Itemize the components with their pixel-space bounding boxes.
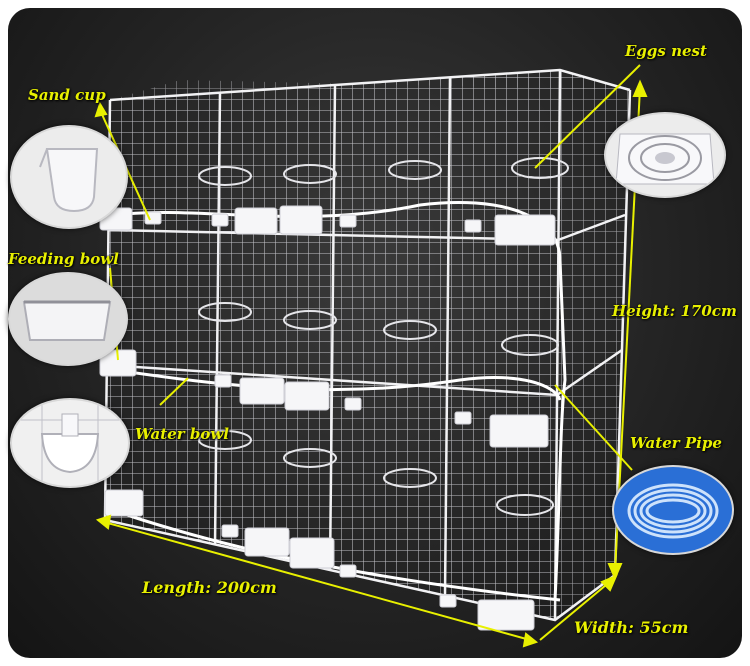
width-label: Width: 55cm bbox=[574, 618, 689, 637]
sand-cup-label: Sand cup bbox=[28, 86, 106, 104]
water-bowl-label: Water bowl bbox=[135, 425, 229, 443]
water-bowl-icon bbox=[12, 400, 128, 486]
cage-top-face bbox=[110, 70, 630, 100]
sand-cup-thumbnail bbox=[10, 125, 128, 229]
water-pipe-thumbnail bbox=[612, 465, 734, 555]
water-bowl-thumbnail bbox=[10, 398, 130, 488]
length-label: Length: 200cm bbox=[142, 578, 277, 597]
sand-cup-icon bbox=[39, 148, 99, 213]
eggs-nest-icon bbox=[615, 133, 715, 185]
water-pipe-label: Water Pipe bbox=[630, 434, 722, 452]
eggs-nest-thumbnail bbox=[604, 112, 726, 198]
eggs-nest-label: Eggs nest bbox=[625, 42, 707, 60]
feeding-bowl-thumbnail bbox=[8, 272, 128, 366]
feeding-bowl-label: Feeding bowl bbox=[8, 250, 119, 268]
height-label: Height: 170cm bbox=[612, 302, 737, 320]
feeding-bowl-icon bbox=[22, 300, 112, 341]
cage-side-face bbox=[555, 70, 630, 620]
water-pipe-icon bbox=[627, 483, 719, 539]
